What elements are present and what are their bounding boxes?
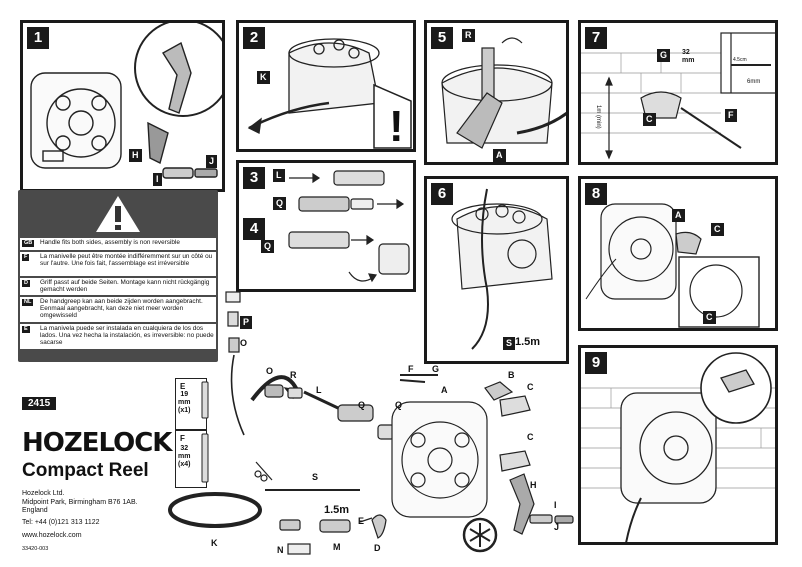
- height-dimension-text: 1m (min): [595, 105, 601, 129]
- part-label-c: C: [711, 223, 724, 236]
- part-label-l: L: [273, 169, 285, 182]
- part-label-a: A: [441, 385, 448, 395]
- step-5-panel: 5 R A: [424, 20, 569, 165]
- step-number: 1: [27, 27, 49, 49]
- part-label-b: B: [508, 370, 515, 380]
- step-number: 5: [431, 27, 453, 49]
- screw-box-e: E 19 mm (x1): [175, 378, 207, 430]
- part-label-o2: O: [266, 366, 274, 376]
- part-label-p: P: [240, 316, 253, 329]
- step-6-panel: 6 S 1.5m: [424, 176, 569, 364]
- warning-header: [18, 190, 218, 238]
- part-label-c: C: [643, 113, 656, 126]
- part-label-j: J: [206, 155, 218, 168]
- hose-length-text: 1.5m: [515, 336, 541, 348]
- part-label-l: L: [316, 385, 322, 395]
- step-2-panel: 2 ! K: [236, 20, 416, 152]
- part-label-q: Q: [358, 400, 366, 410]
- part-label-g: G: [657, 49, 671, 62]
- warning-row-d: D Griff passt auf beide Seiten. Montage …: [20, 278, 216, 295]
- brand-logo: HOZELOCK: [22, 428, 172, 458]
- model-number: 2415: [22, 397, 57, 410]
- hose-attach-illustration: [441, 37, 566, 149]
- step-number: 7: [585, 27, 607, 49]
- step-number: 6: [431, 183, 453, 205]
- part-label-h: H: [129, 149, 142, 162]
- wall-mounting-illustration: 1m (min) 6mm 4.5cm: [581, 32, 775, 160]
- step-4-panel: 4 Q: [236, 212, 416, 292]
- part-label-j: J: [554, 522, 560, 532]
- part-label-q2: Q: [395, 400, 403, 410]
- part-label-f: F: [408, 364, 414, 374]
- part-label-k: K: [211, 538, 218, 548]
- part-label-n: N: [277, 545, 284, 555]
- mounted-reel-illustration: [581, 352, 775, 542]
- part-label-h: H: [530, 480, 537, 490]
- step-9-panel: 9: [578, 345, 778, 545]
- part-label-c: C: [527, 382, 534, 392]
- part-label-a: A: [672, 209, 685, 222]
- hose-pull-illustration: !: [247, 38, 412, 151]
- warning-box: GB Handle fits both sides, assembly is n…: [18, 190, 218, 362]
- step-3-panel: 3 L Q: [236, 160, 416, 220]
- hose-length-label: 1.5m: [324, 504, 350, 516]
- warning-row-e: E La manivela puede ser instalada en cua…: [20, 324, 216, 349]
- reel-handle-illustration: [30, 23, 222, 179]
- connector-to-reel-illustration: [288, 231, 410, 283]
- step-number: 9: [585, 352, 607, 374]
- part-label-a: A: [493, 149, 506, 162]
- part-label-k: K: [257, 71, 270, 84]
- reel-with-hose-illustration: [451, 188, 553, 350]
- part-label-o: O: [240, 338, 248, 348]
- part-label-q: Q: [261, 240, 275, 253]
- inset-dimension-text: 4.5cm: [733, 57, 747, 63]
- warning-row-f: F La manivelle peut être montée indiffér…: [20, 252, 216, 276]
- step-number: 2: [243, 27, 265, 49]
- part-label-g: G: [432, 364, 440, 374]
- warning-row-gb: GB Handle fits both sides, assembly is n…: [20, 238, 216, 250]
- step-7-panel: 7 1m (min) 6mm 4.5cm 32 mm G C F: [578, 20, 778, 165]
- step-number: 8: [585, 183, 607, 205]
- part-label-s: S: [312, 472, 319, 482]
- part-label-i: I: [554, 500, 557, 510]
- part-label-r: R: [462, 29, 475, 42]
- company-address: Hozelock Ltd. Midpoint Park, Birmingham …: [22, 490, 138, 552]
- drill-size-text: 6mm: [747, 79, 760, 85]
- part-label-i: I: [153, 173, 162, 186]
- part-label-r: R: [290, 370, 297, 380]
- step-1-panel: 1 H I J: [20, 20, 225, 192]
- warning-row-nl: NL De handgreep kan aan beide zijden wor…: [20, 297, 216, 322]
- step-number: 4: [243, 218, 265, 240]
- part-label-s: S: [503, 337, 516, 350]
- part-label-e: E: [358, 516, 365, 526]
- connector-assembly-illustration: [289, 170, 405, 212]
- part-label-c2: C: [703, 311, 716, 324]
- step-8-panel: 8 A C C: [578, 176, 778, 331]
- step-number: 3: [243, 167, 265, 189]
- reel-on-bracket-illustration: [585, 203, 760, 328]
- part-label-q: Q: [273, 197, 287, 210]
- screw-depth-text: 32 mm: [682, 49, 695, 64]
- part-label-c2: C: [527, 432, 534, 442]
- alert-exclamation: !: [389, 102, 404, 151]
- part-label-d: D: [374, 543, 381, 553]
- part-label-m: M: [333, 542, 341, 552]
- screw-box-f: F 32 mm (x4): [175, 430, 207, 488]
- product-name: Compact Reel: [22, 460, 149, 481]
- part-label-f: F: [725, 109, 737, 122]
